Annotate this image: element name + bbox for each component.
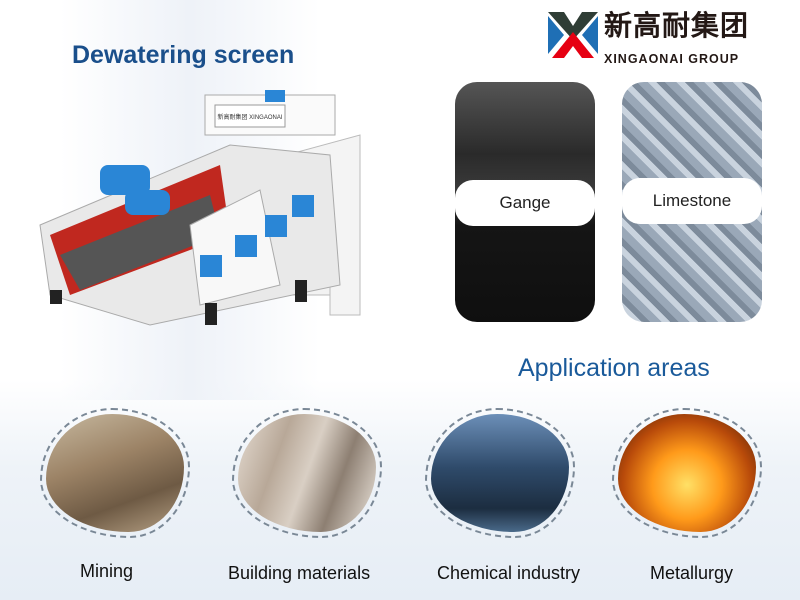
- material-card-gange: Gange: [455, 82, 595, 322]
- application-areas-title: Application areas: [518, 354, 710, 382]
- area-label-mining: Mining: [80, 561, 134, 581]
- area-image-mining: [40, 408, 190, 538]
- area-label-metallurgy: Metallurgy: [650, 563, 734, 583]
- page-title: Dewatering screen: [72, 41, 295, 69]
- area-image-metallurgy: [612, 408, 762, 538]
- area-label-building-materials: Building materials: [228, 563, 371, 583]
- area-image-building-materials: [232, 408, 382, 538]
- logo-chinese: 新高耐集团: [604, 9, 750, 42]
- machine-plate: 新高耐集团 XINGAONAI: [217, 113, 282, 121]
- company-logo: 新高耐集团 XINGAONAI GROUP: [548, 10, 778, 70]
- dewatering-screen-machine: 新高耐集团 XINGAONAI: [39, 90, 361, 326]
- vibration-motor: [100, 165, 150, 195]
- material-card-limestone: Limestone: [622, 82, 762, 322]
- logo-english: XINGAONAI GROUP: [604, 52, 740, 66]
- material-label: Limestone: [622, 178, 762, 224]
- logo-x-icon: [548, 12, 598, 58]
- area-image-chemical-industry: [425, 408, 575, 538]
- vibration-motor: [125, 190, 170, 215]
- material-label: Gange: [455, 180, 595, 226]
- area-label-chemical-industry: Chemical industry: [437, 563, 581, 583]
